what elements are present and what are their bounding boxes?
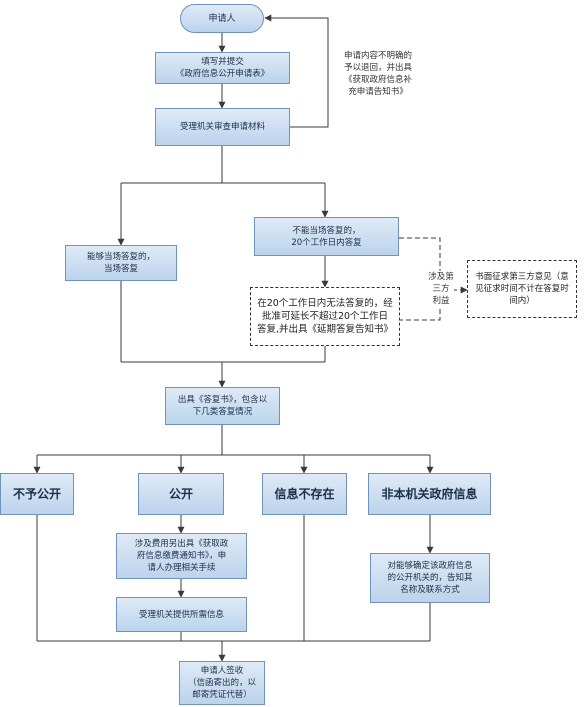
node-third-party-opinion: 书面征求第三方意见（意 见征求时间不计在答复时 间内） bbox=[467, 260, 577, 318]
node-provide-info: 受理机关提供所需信息 bbox=[116, 597, 247, 632]
dashed-third-party-out bbox=[400, 309, 441, 321]
node-review: 受理机关审查申请材料 bbox=[155, 108, 290, 146]
node-not-exist: 信息不存在 bbox=[262, 473, 347, 515]
node-fee-notice: 涉及费用另出具《获取政 府信息缴费通知书》，申 请人办理相关手续 bbox=[116, 533, 247, 579]
node-applicant: 申请人 bbox=[180, 4, 264, 33]
dashed-third-party-in bbox=[399, 237, 441, 271]
node-no-disclose: 不予公开 bbox=[0, 473, 74, 515]
arrow-return-loop bbox=[264, 14, 329, 128]
node-fill-submit: 填写并提交 《政府信息公开申请表》 bbox=[155, 52, 290, 84]
node-immediate: 能够当场答复的， 当场答复 bbox=[65, 245, 177, 281]
node-disclose: 公开 bbox=[138, 473, 224, 515]
node-inform-org: 对能够确定该政府信息 的公开机关的，告知其 名称及联系方式 bbox=[370, 553, 490, 603]
node-not-immediate: 不能当场答复的， 20个工作日内答复 bbox=[254, 217, 399, 256]
node-not-this-org: 非本机关政府信息 bbox=[368, 473, 491, 515]
note-third-party: 涉及第 三方 利益 bbox=[428, 271, 454, 309]
node-applicant-receive: 申请人签收 （信函寄出的，以 邮寄凭证代替） bbox=[179, 661, 265, 705]
node-extension: 在20个工作日内无法答复的，经 批准可延长不超过20个工作日 答复,并出具《延期… bbox=[250, 287, 400, 346]
node-reply-doc: 出具《答复书》，包含以 下几类答复情况 bbox=[165, 387, 280, 425]
note-unclear-return: 申请内容不明确的 予以退回，并出具 《获取政府信息补 充申请告知书》 bbox=[343, 51, 412, 97]
